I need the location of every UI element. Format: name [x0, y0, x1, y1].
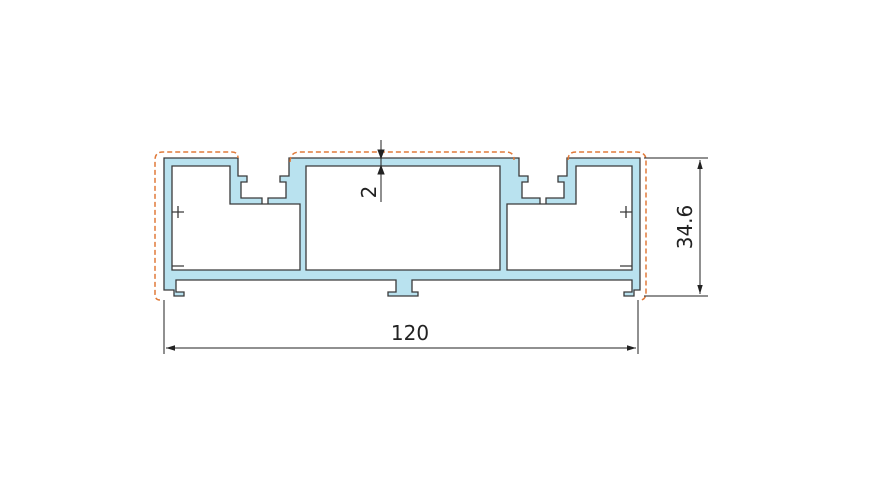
seal-left [154, 151, 239, 301]
wall-dimension [377, 140, 385, 202]
seal-outlines [154, 151, 647, 301]
aluminum-profile [163, 157, 641, 297]
height-dimension [644, 157, 708, 297]
width-dimension [163, 300, 639, 354]
left-channel-ticks [172, 206, 184, 267]
profile-outline [163, 157, 641, 297]
height-dimension-label: 34.6 [673, 205, 697, 250]
wall-arrow-bottom [377, 164, 385, 175]
right-channel-ticks [620, 206, 632, 267]
wall-dimension-label: 2 [357, 186, 381, 199]
width-dimension-label: 120 [391, 321, 429, 345]
seal-right [567, 151, 647, 301]
wall-arrow-top [377, 149, 385, 160]
